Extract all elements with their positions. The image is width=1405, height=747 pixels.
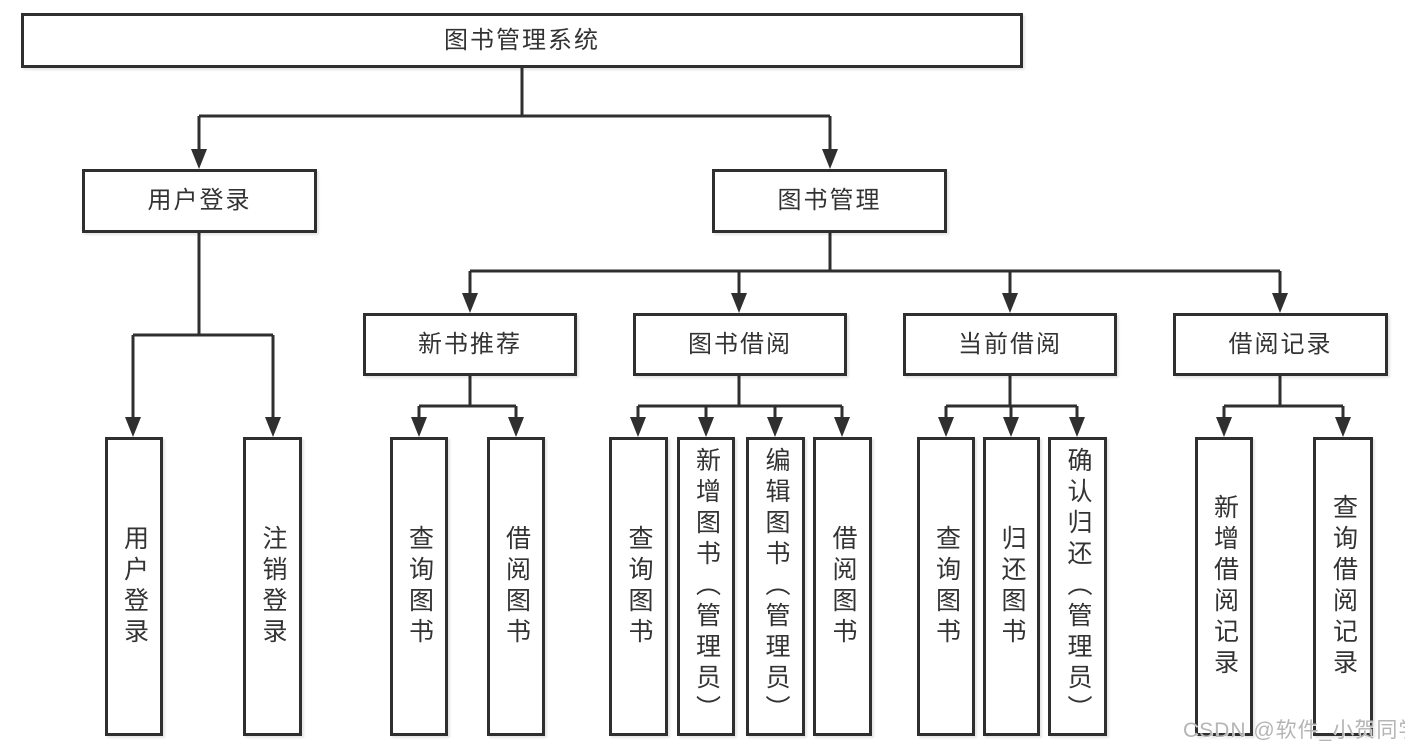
leaf-label: 注销登录 xyxy=(259,524,287,649)
leaf-label: 借阅图书 xyxy=(502,524,531,649)
node-label: 新书推荐 xyxy=(418,330,522,358)
leaf-label: 查询借阅记录 xyxy=(1329,493,1358,680)
node-book-borrowing: 图书借阅 xyxy=(633,313,847,376)
leaf-borrow-books-recommend: 借阅图书 xyxy=(487,437,545,736)
node-label: 当前借阅 xyxy=(958,330,1062,358)
leaf-label: 新增图书（管理员） xyxy=(692,447,721,726)
leaf-label: 用户登录 xyxy=(120,524,149,649)
node-label: 图书管理系统 xyxy=(444,26,600,54)
leaf-query-books-borrow: 查询图书 xyxy=(609,437,668,736)
leaf-label: 确认归还（管理员） xyxy=(1064,447,1092,726)
leaf-return-books: 归还图书 xyxy=(983,437,1040,736)
leaf-add-borrow-record: 新增借阅记录 xyxy=(1195,437,1253,736)
node-new-book-recommendation: 新书推荐 xyxy=(363,313,577,376)
node-library-management-system: 图书管理系统 xyxy=(21,13,1023,68)
node-label: 借阅记录 xyxy=(1228,330,1333,358)
node-borrowing-records: 借阅记录 xyxy=(1173,313,1388,376)
leaf-label: 查询图书 xyxy=(932,524,961,649)
leaf-query-books-current: 查询图书 xyxy=(917,437,975,736)
leaf-label: 编辑图书（管理员） xyxy=(762,447,790,726)
leaf-confirm-return-admin: 确认归还（管理员） xyxy=(1048,437,1107,736)
leaf-borrow-books: 借阅图书 xyxy=(813,437,872,736)
leaf-add-books-admin: 新增图书（管理员） xyxy=(677,437,735,736)
node-current-borrowing: 当前借阅 xyxy=(903,313,1117,376)
node-user-login: 用户登录 xyxy=(82,169,317,233)
leaf-query-borrow-record: 查询借阅记录 xyxy=(1313,437,1373,736)
leaf-logout: 注销登录 xyxy=(243,437,302,736)
leaf-label: 新增借阅记录 xyxy=(1210,493,1239,680)
node-label: 图书借阅 xyxy=(688,330,792,358)
leaf-label: 归还图书 xyxy=(998,524,1026,649)
leaf-user-login: 用户登录 xyxy=(105,437,163,736)
leaf-query-books-recommend: 查询图书 xyxy=(390,437,448,736)
leaf-label: 查询图书 xyxy=(625,524,653,649)
leaf-label: 借阅图书 xyxy=(829,524,857,649)
node-label: 用户登录 xyxy=(147,187,252,214)
node-book-management: 图书管理 xyxy=(712,169,947,233)
csdn-watermark: CSDN @软件_小贺同学 xyxy=(1183,719,1405,742)
leaf-edit-books-admin: 编辑图书（管理员） xyxy=(746,437,805,736)
leaf-label: 查询图书 xyxy=(405,524,434,649)
node-label: 图书管理 xyxy=(777,187,882,214)
